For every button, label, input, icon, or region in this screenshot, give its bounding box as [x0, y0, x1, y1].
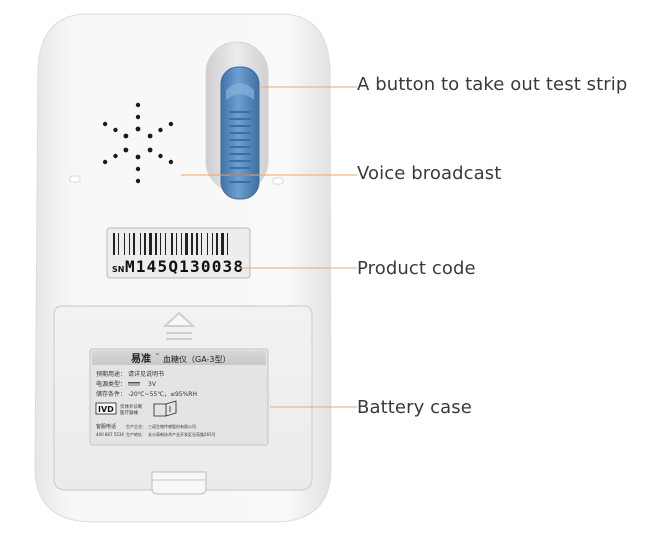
svg-text:请详见说明书: 请详见说明书 — [128, 370, 164, 378]
push-arrow-icon — [162, 311, 196, 340]
svg-text:预期用途：: 预期用途： — [96, 370, 126, 378]
speaker-hole — [135, 126, 141, 132]
svg-text:™: ™ — [155, 353, 160, 359]
svg-text:-20℃~55℃，≤95%RH: -20℃~55℃，≤95%RH — [128, 391, 197, 398]
svg-text:生产地址：: 生产地址： — [126, 431, 146, 437]
speaker-hole — [147, 133, 153, 139]
speaker-hole — [135, 154, 141, 160]
speaker-hole — [135, 114, 141, 120]
speaker-hole — [135, 102, 141, 108]
speaker-hole — [113, 127, 118, 133]
speaker-hole — [123, 147, 129, 153]
callout-voice-broadcast: Voice broadcast — [357, 163, 502, 184]
svg-text:储存条件：: 储存条件： — [96, 390, 126, 398]
speaker-hole — [168, 121, 174, 127]
manual-icon — [153, 400, 177, 417]
serial-prefix: SN — [112, 265, 124, 274]
speaker-grille — [102, 102, 174, 184]
svg-text:医疗器械: 医疗器械 — [120, 409, 138, 416]
svg-text:三诺生物传感股份有限公司: 三诺生物传感股份有限公司 — [148, 423, 196, 429]
strip-eject-slider[interactable] — [220, 66, 260, 200]
svg-text:易准: 易准 — [131, 352, 151, 365]
speaker-hole — [158, 127, 163, 133]
svg-text:IVD: IVD — [98, 405, 114, 414]
callout-battery-case: Battery case — [357, 397, 472, 418]
svg-text:生产企业：: 生产企业： — [126, 423, 146, 429]
speaker-hole — [135, 166, 141, 172]
svg-text:血糖仪（GA-3型）: 血糖仪（GA-3型） — [163, 354, 230, 364]
speaker-hole — [123, 133, 129, 139]
svg-text:电源类型：: 电源类型： — [96, 380, 126, 388]
speaker-hole — [147, 147, 153, 153]
speaker-hole — [158, 153, 163, 159]
svg-text:400 867 5536: 400 867 5536 — [96, 432, 124, 437]
barcode — [113, 233, 228, 255]
svg-text:客服电话: 客服电话 — [96, 423, 116, 430]
svg-text:仅体外诊断: 仅体外诊断 — [120, 403, 143, 410]
svg-text:长沙高新技术产业开发区谷苑路265号: 长沙高新技术产业开发区谷苑路265号 — [148, 431, 216, 437]
product-info-label: 易准 ™ 血糖仪（GA-3型） 预期用途： 请详见说明书 电源类型： 3V 储存… — [89, 348, 269, 446]
svg-text:3V: 3V — [148, 381, 157, 388]
speaker-hole — [113, 153, 118, 159]
callout-strip-button: A button to take out test strip — [357, 74, 628, 95]
speaker-hole — [135, 178, 141, 184]
speaker-hole — [168, 159, 174, 165]
speaker-hole — [102, 159, 108, 165]
serial-label: SN M145Q130038 — [106, 227, 251, 279]
serial-number: M145Q130038 — [125, 257, 243, 276]
speaker-hole — [102, 121, 108, 127]
callout-lines — [181, 86, 357, 408]
callout-product-code: Product code — [357, 258, 476, 279]
battery-latch[interactable] — [151, 471, 207, 495]
